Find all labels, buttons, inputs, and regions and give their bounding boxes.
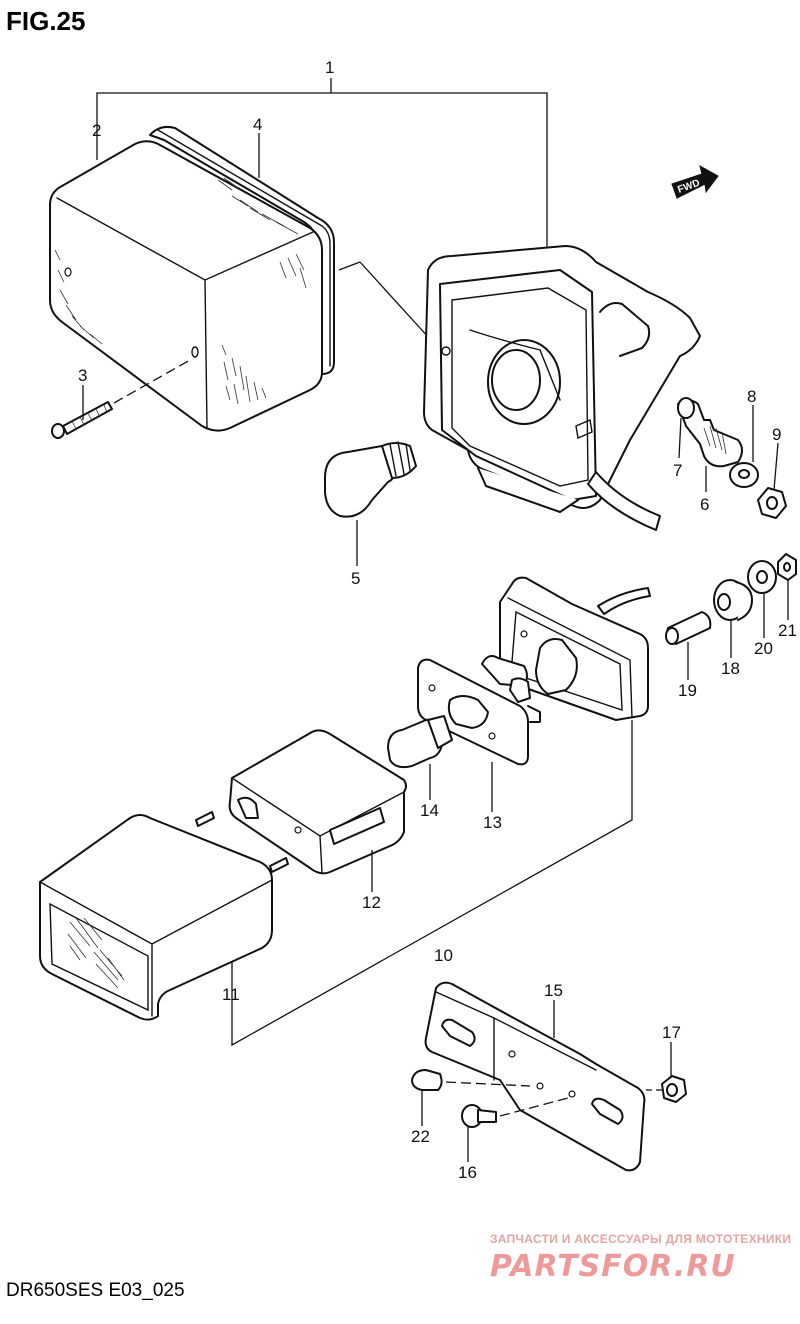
- turn-signal-housing: [338, 245, 701, 531]
- callout-1: 1: [325, 58, 334, 77]
- callout-18: 18: [721, 659, 740, 678]
- watermark-tagline: ЗАПЧАСТИ И АКСЕССУАРЫ ДЛЯ МОТОТЕХНИКИ: [490, 1232, 791, 1246]
- nut-part-9: [757, 487, 787, 519]
- turn-signal-bulb: [324, 441, 417, 518]
- turn-signal-lens: [49, 140, 323, 432]
- callout-20: 20: [754, 639, 773, 658]
- fwd-label: FWD: [676, 178, 701, 196]
- nut-part-21: [777, 553, 797, 581]
- callout-12: 12: [362, 893, 381, 912]
- callout-9: 9: [772, 425, 781, 444]
- callout-13: 13: [483, 813, 502, 832]
- bracket-grommet: [411, 1069, 531, 1091]
- callout-7: 7: [673, 461, 682, 480]
- model-code: DR650SES E03_025: [6, 1280, 185, 1301]
- callout-2: 2: [92, 121, 101, 140]
- callout-16: 16: [458, 1163, 477, 1182]
- callout-19: 19: [678, 681, 697, 700]
- bracket-screw: [461, 1097, 569, 1128]
- lamp-reflector: [228, 729, 407, 875]
- callout-8: 8: [747, 387, 756, 406]
- callout-6: 6: [700, 495, 709, 514]
- tail-lamp-lens: [39, 811, 289, 1021]
- spacer-collar: [665, 611, 712, 645]
- callout-22: 22: [411, 1127, 430, 1146]
- license-bracket: [424, 981, 646, 1172]
- rubber-grommet: [713, 579, 753, 621]
- forward-arrow-icon: FWD: [671, 165, 719, 199]
- callout-leader-1: [96, 78, 548, 248]
- callout-leader-10: [231, 720, 633, 1047]
- callout-leaders: [82, 133, 789, 1162]
- callout-4: 4: [253, 115, 262, 134]
- callout-15: 15: [544, 981, 563, 1000]
- bracket-nut: [646, 1075, 687, 1103]
- callout-5: 5: [351, 569, 360, 588]
- watermark-brand: PARTSFOR.RU: [490, 1249, 736, 1284]
- bulb-socket-stud: [677, 397, 743, 468]
- callout-14: 14: [420, 801, 439, 820]
- tail-lamp-bulb: [387, 715, 453, 769]
- callout-3: 3: [78, 366, 87, 385]
- callout-11: 11: [222, 985, 240, 1004]
- washer-part-20: [747, 560, 777, 594]
- callout-10: 10: [434, 946, 453, 965]
- tail-lamp-housing: [481, 576, 651, 721]
- callout-17: 17: [662, 1023, 681, 1042]
- callout-21: 21: [778, 621, 797, 640]
- watermark-logo: ЗАПЧАСТИ И АКСЕССУАРЫ ДЛЯ МОТОТЕХНИКИ PA…: [490, 1232, 791, 1284]
- lamp-gasket: [417, 658, 541, 766]
- figure-title: FIG.25: [6, 6, 85, 36]
- washer-part-8: [729, 462, 759, 488]
- lens-screw: [51, 359, 191, 439]
- callout-labels: 1 2 3 4 5 6 7 8 9 10 11 12 13 14 15 16 1…: [78, 58, 797, 1182]
